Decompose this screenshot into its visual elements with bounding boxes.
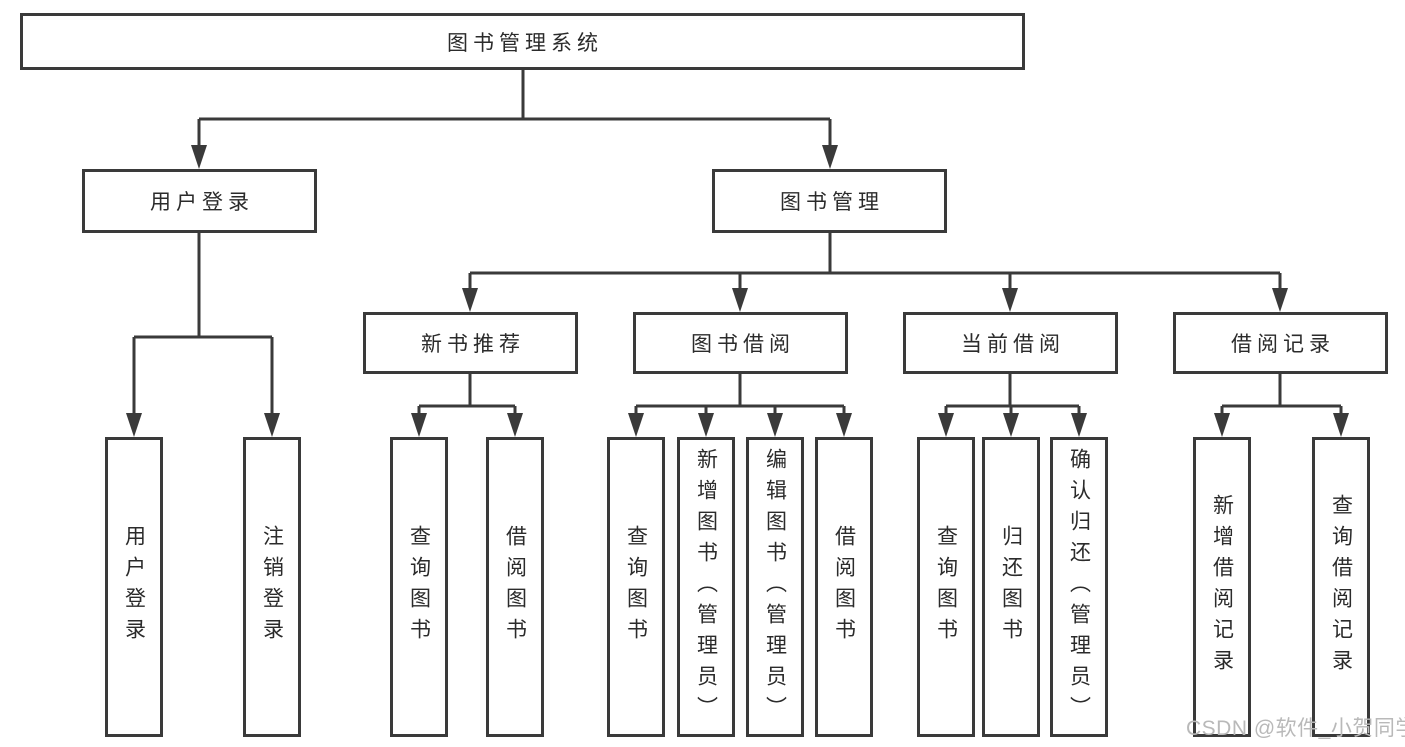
node-label: 新增借阅记录 [1210,494,1234,680]
arrowhead [191,145,207,169]
arrowhead [822,145,838,169]
leaf-add-borrow-record: 新增借阅记录 [1193,437,1251,737]
leaf-query-books-recommend: 查询图书 [390,437,448,737]
node-label: 图书借阅 [691,333,795,356]
node-label: 注销登录 [260,525,284,649]
leaf-query-books-borrow: 查询图书 [607,437,665,737]
node-label: 归还图书 [999,525,1023,649]
arrowhead [1214,413,1230,437]
arrowhead [1272,288,1288,312]
leaf-add-book-admin: 新增图书（管理员） [677,437,735,737]
node-user-login: 用户登录 [82,169,317,233]
leaf-edit-book-admin: 编辑图书（管理员） [746,437,804,737]
node-new-book-recommend: 新书推荐 [363,312,578,374]
leaf-query-books-current: 查询图书 [917,437,975,737]
node-label: 新书推荐 [421,333,525,356]
arrowhead [698,413,714,437]
arrowhead [836,413,852,437]
node-label: 用户登录 [150,191,254,214]
node-label: 用户登录 [122,525,146,649]
arrowhead [1071,413,1087,437]
node-current-borrowing: 当前借阅 [903,312,1118,374]
arrowhead [1002,288,1018,312]
arrowhead [767,413,783,437]
arrowhead [938,413,954,437]
leaf-confirm-return-admin: 确认归还（管理员） [1050,437,1108,737]
arrowhead [411,413,427,437]
arrowhead [462,288,478,312]
arrowhead [507,413,523,437]
arrowhead [264,413,280,437]
arrowhead [732,288,748,312]
node-label: 图书管理系统 [447,31,603,55]
leaf-borrow-books-recommend: 借阅图书 [486,437,544,737]
leaf-return-book: 归还图书 [982,437,1040,737]
node-label: 查询图书 [407,525,431,649]
node-label: 确认归还（管理员） [1067,447,1091,727]
arrowhead [126,413,142,437]
node-book-borrowing: 图书借阅 [633,312,848,374]
node-library-system: 图书管理系统 [20,13,1025,70]
leaf-borrow-books: 借阅图书 [815,437,873,737]
node-label: 查询图书 [934,525,958,649]
node-label: 新增图书（管理员） [694,447,718,727]
node-label: 查询图书 [624,525,648,649]
arrowhead [628,413,644,437]
node-label: 借阅记录 [1231,333,1335,356]
node-label: 借阅图书 [832,525,856,649]
arrowhead [1003,413,1019,437]
node-label: 编辑图书（管理员） [763,447,787,727]
leaf-query-borrow-record: 查询借阅记录 [1312,437,1370,737]
csdn-watermark: CSDN @软件_小贺同学 [1186,717,1405,740]
node-label: 查询借阅记录 [1329,494,1353,680]
leaf-user-login: 用户登录 [105,437,163,737]
arrowhead [1333,413,1349,437]
node-label: 当前借阅 [961,333,1065,356]
node-book-management: 图书管理 [712,169,947,233]
node-borrowing-records: 借阅记录 [1173,312,1388,374]
node-label: 图书管理 [780,191,884,214]
leaf-logout: 注销登录 [243,437,301,737]
node-label: 借阅图书 [503,525,527,649]
